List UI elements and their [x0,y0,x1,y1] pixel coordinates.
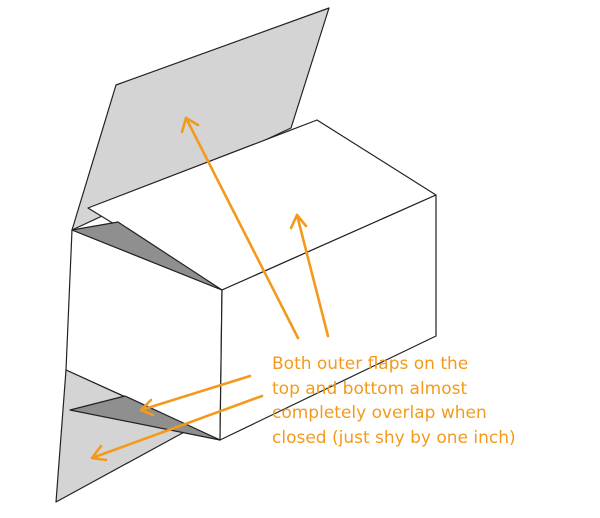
arrow-to-bottom-inner-flap [139,374,252,417]
arrow-to-top-front-flap [289,213,330,338]
top-inner-flap-shadow [71,221,223,291]
arrow-to-bottom-outer-flap [90,394,264,462]
annotation-line: completely overlap when [272,403,487,423]
annotation-line: Both outer flaps on the [272,354,469,374]
annotation-line: top and bottom almost [272,378,468,399]
bottom-inner-flap-shadow [69,395,221,441]
annotation-line: closed (just shy by one inch) [272,427,516,448]
arrow-to-top-back-flap [180,116,300,340]
box-front-face [219,194,437,441]
overlap-annotation: Both outer flaps on the top and bottom a… [272,352,592,450]
